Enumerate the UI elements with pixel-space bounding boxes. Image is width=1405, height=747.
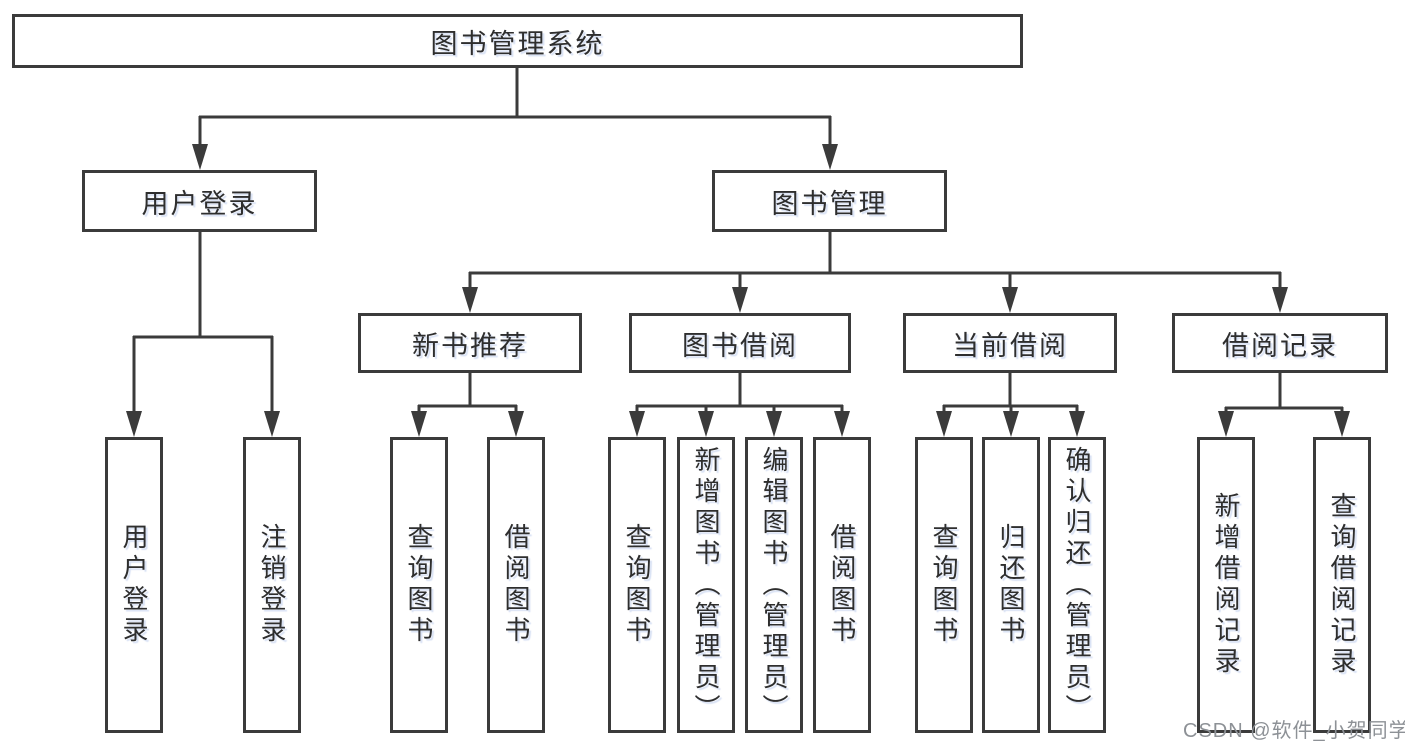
arrowhead-icon [1002, 287, 1018, 313]
leaf-query-book-current: 查询图书 [915, 437, 973, 733]
node-label: 图书管理系统 [430, 28, 605, 59]
arrowhead-icon [508, 411, 524, 437]
leaf-label: 借阅图书 [501, 523, 531, 647]
node-label: 图书管理 [771, 188, 888, 219]
leaf-label: 借阅图书 [827, 523, 857, 647]
arrowhead-icon [822, 144, 838, 170]
leaf-borrow-book: 借阅图书 [813, 437, 871, 733]
arrowhead-icon [264, 411, 280, 437]
leaf-label: 编辑图书（管理员） [759, 445, 789, 725]
arrowhead-icon [732, 287, 748, 313]
arrowhead-icon [629, 411, 645, 437]
leaf-label: 用户登录 [119, 523, 149, 647]
arrowhead-icon [1334, 411, 1350, 437]
leaf-label: 新增借阅记录 [1211, 492, 1241, 678]
node-label: 用户登录 [141, 188, 258, 219]
node-current-borrowing: 当前借阅 [903, 313, 1117, 373]
node-library-system: 图书管理系统 [12, 14, 1023, 68]
leaf-label: 新增图书（管理员） [691, 445, 721, 725]
node-label: 当前借阅 [952, 330, 1068, 361]
leaf-user-login: 用户登录 [105, 437, 163, 733]
leaf-add-book-admin: 新增图书（管理员） [677, 437, 735, 733]
node-borrow-records: 借阅记录 [1172, 313, 1388, 373]
arrowhead-icon [1272, 287, 1288, 313]
node-user-login: 用户登录 [82, 170, 317, 232]
node-label: 借阅记录 [1222, 330, 1338, 361]
arrowhead-icon [766, 411, 782, 437]
leaf-logout: 注销登录 [243, 437, 301, 733]
watermark: CSDN @软件_小贺同学 [1183, 720, 1405, 742]
arrowhead-icon [411, 411, 427, 437]
leaf-query-borrow-record: 查询借阅记录 [1313, 437, 1371, 733]
node-label: 图书借阅 [682, 330, 798, 361]
leaf-confirm-return-admin: 确认归还（管理员） [1048, 437, 1106, 733]
leaf-label: 查询图书 [622, 523, 652, 647]
arrowhead-icon [698, 411, 714, 437]
leaf-edit-book-admin: 编辑图书（管理员） [745, 437, 803, 733]
leaf-query-book-recommend: 查询图书 [390, 437, 448, 733]
arrowhead-icon [1003, 411, 1019, 437]
leaf-label: 查询借阅记录 [1327, 492, 1357, 678]
node-label: 新书推荐 [412, 330, 528, 361]
leaf-label: 归还图书 [996, 523, 1026, 647]
arrowhead-icon [834, 411, 850, 437]
leaf-query-book-borrowing: 查询图书 [608, 437, 666, 733]
leaf-return-book: 归还图书 [982, 437, 1040, 733]
node-book-management: 图书管理 [712, 170, 947, 232]
leaf-label: 查询图书 [929, 523, 959, 647]
leaf-borrow-book-recommend: 借阅图书 [487, 437, 545, 733]
leaf-add-borrow-record: 新增借阅记录 [1197, 437, 1255, 733]
arrowhead-icon [126, 411, 142, 437]
leaf-label: 确认归还（管理员） [1062, 445, 1092, 725]
node-new-book-recommend: 新书推荐 [358, 313, 582, 373]
arrowhead-icon [462, 287, 478, 313]
arrowhead-icon [1218, 411, 1234, 437]
leaf-label: 查询图书 [404, 523, 434, 647]
node-book-borrowing: 图书借阅 [629, 313, 851, 373]
leaf-label: 注销登录 [257, 523, 287, 647]
arrowhead-icon [1069, 411, 1085, 437]
arrowhead-icon [936, 411, 952, 437]
arrowhead-icon [192, 144, 208, 170]
